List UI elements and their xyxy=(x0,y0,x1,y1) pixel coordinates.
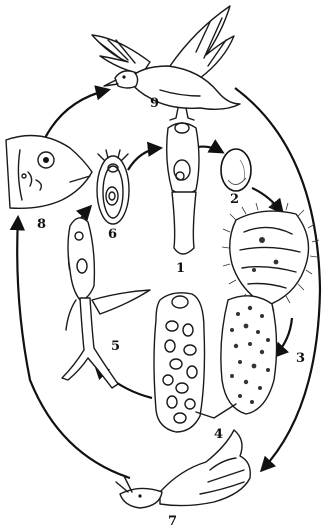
label-stage-3: 3 xyxy=(296,351,305,366)
label-stage-9: 9 xyxy=(150,96,159,111)
label-stage-6: 6 xyxy=(108,227,117,242)
adult-form-illustration xyxy=(167,123,199,254)
cercaria-illustration xyxy=(62,218,150,388)
label-stage-2: 2 xyxy=(230,192,239,207)
gull-illustration xyxy=(92,6,240,120)
fish-head-illustration xyxy=(6,136,92,209)
label-stage-1: 1 xyxy=(176,261,185,276)
egg-illustration xyxy=(221,149,251,191)
arrow-2-to-3 xyxy=(252,188,282,212)
label-stage-7: 7 xyxy=(168,514,177,529)
label-stage-5: 5 xyxy=(111,339,120,354)
miracidium-illustration xyxy=(222,201,319,311)
metacercaria-illustration xyxy=(97,150,129,224)
arrow-1-to-2 xyxy=(198,147,222,152)
snail-illustration xyxy=(116,430,250,508)
arrow-3-to-4 xyxy=(275,318,292,356)
arrow-fish-to-bird xyxy=(45,90,108,138)
label-stage-8: 8 xyxy=(37,217,46,232)
arrow-6-to-1 xyxy=(128,148,160,170)
sporocyst-illustration xyxy=(221,296,277,414)
label-stage-4: 4 xyxy=(214,427,223,442)
